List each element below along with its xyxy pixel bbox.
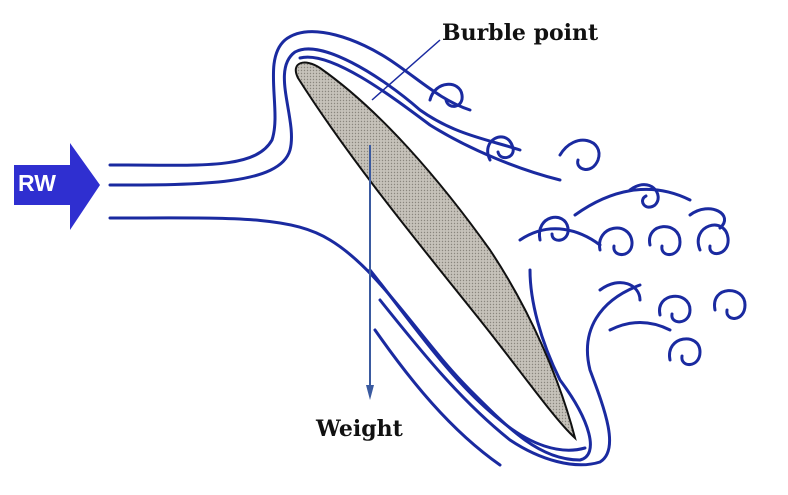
weight-vector xyxy=(366,145,374,400)
vortex xyxy=(558,138,601,171)
airfoil xyxy=(294,61,577,441)
vortex xyxy=(598,281,642,302)
weight-label: Weight xyxy=(316,416,403,442)
streamline-9 xyxy=(573,187,692,217)
vortex xyxy=(668,337,702,366)
streamlines xyxy=(108,30,747,467)
relative-wind-arrow xyxy=(14,143,100,230)
vortex xyxy=(648,225,682,256)
burble-point-leader xyxy=(371,39,441,101)
vortex xyxy=(486,135,515,162)
vortex xyxy=(696,223,730,255)
streamline-6 xyxy=(378,283,642,467)
vortex xyxy=(658,294,692,324)
vortex xyxy=(428,82,464,108)
vortex xyxy=(713,289,747,320)
streamline-2 xyxy=(108,47,522,187)
streamline-4 xyxy=(108,216,592,462)
vortex xyxy=(628,183,660,209)
vortex xyxy=(538,215,570,242)
vortex xyxy=(688,207,727,230)
vortex xyxy=(598,226,634,256)
streamline-8 xyxy=(518,227,602,247)
streamline-7 xyxy=(373,328,502,467)
streamline-5 xyxy=(368,268,587,452)
burble-point-label: Burble point xyxy=(442,20,599,46)
streamline-10 xyxy=(608,321,672,332)
streamline-3 xyxy=(298,55,562,182)
relative-wind-label: RW xyxy=(18,170,56,196)
